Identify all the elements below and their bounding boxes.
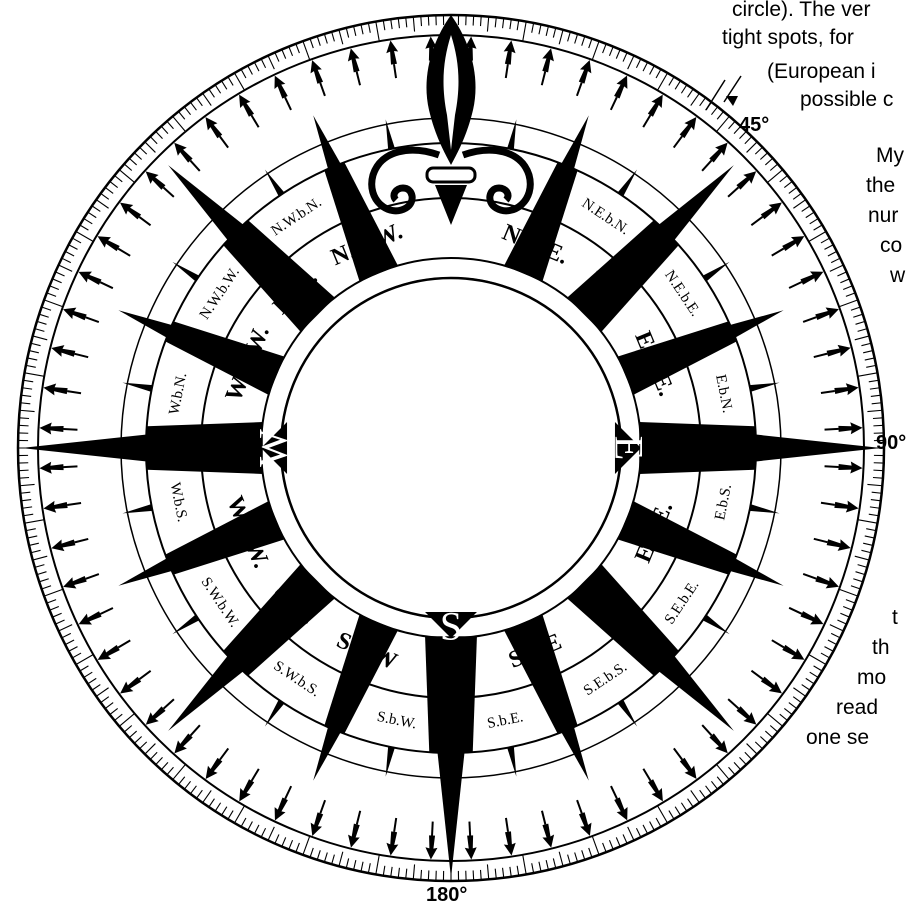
text-fragment-7: nur — [868, 202, 898, 229]
scale-tick — [19, 478, 29, 479]
scale-tick — [19, 425, 29, 426]
scale-tick — [873, 425, 883, 426]
scale-tick — [421, 16, 422, 26]
center-disc — [281, 278, 621, 618]
scale-tick — [481, 870, 482, 880]
text-fragment-13: read — [836, 694, 878, 721]
fleur-band — [427, 168, 475, 182]
scale-tick — [481, 16, 482, 26]
text-fragment-2: tight spots, for — [722, 24, 854, 51]
degree-label-90: 90° — [876, 432, 906, 455]
degree-label-45: 45° — [739, 114, 769, 137]
text-fragment-1: circle). The ver — [732, 0, 870, 23]
text-fragment-10: t — [892, 604, 898, 631]
ray-segment — [425, 636, 477, 752]
ray-segment — [147, 422, 263, 474]
scale-tick — [19, 470, 29, 471]
text-fragment-11: th — [872, 634, 890, 661]
scale-tick — [19, 418, 29, 419]
text-fragment-14: one se — [806, 724, 869, 751]
text-fragment-12: mo — [857, 664, 886, 691]
scale-tick — [428, 870, 429, 880]
scale-tick — [873, 418, 883, 419]
text-fragment-5: My — [876, 142, 904, 169]
scale-tick — [473, 16, 474, 26]
scale-tick — [873, 470, 883, 471]
text-fragment-9: w — [890, 262, 905, 289]
label-rings — [146, 143, 756, 753]
cardinal-label-west: W — [251, 429, 296, 467]
cardinal-label-south: S — [440, 604, 462, 649]
text-fragment-4: possible c — [800, 86, 893, 113]
pointer-head — [726, 96, 738, 106]
text-fragment-3: (European i — [767, 58, 876, 85]
cardinal-label-east: E — [607, 436, 652, 460]
text-fragment-8: co — [880, 232, 902, 259]
scale-tick — [873, 478, 883, 479]
ray-segment — [639, 422, 755, 474]
text-fragment-6: the — [866, 172, 895, 199]
degree-label-180: 180° — [426, 884, 467, 907]
scale-tick — [428, 16, 429, 26]
scale-tick — [421, 870, 422, 880]
scale-tick — [473, 870, 474, 880]
